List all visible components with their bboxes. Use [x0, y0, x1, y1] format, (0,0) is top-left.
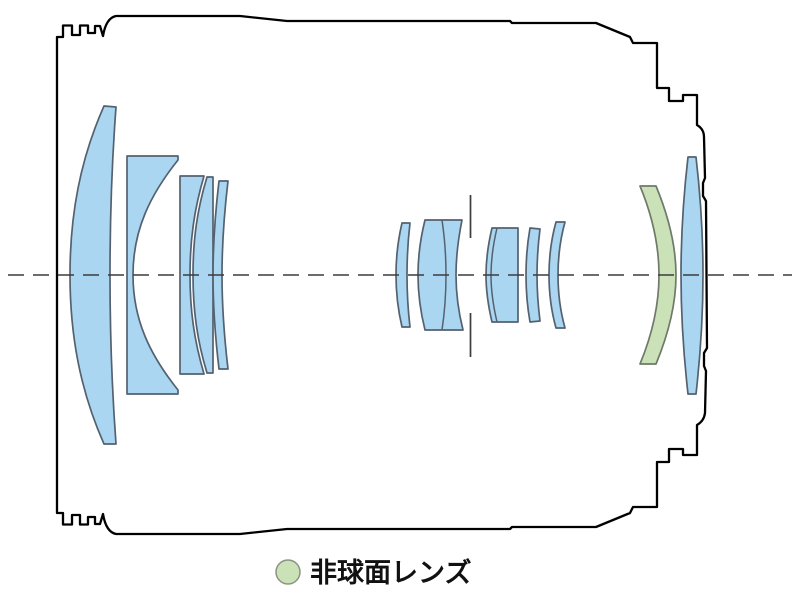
aspherical-lens-element	[639, 185, 677, 365]
lens-element-8-doublet	[485, 227, 519, 323]
legend-label: 非球面レンズ	[310, 557, 471, 589]
lens-element-10	[548, 221, 566, 329]
lens-barrel-outline	[55, 14, 709, 536]
legend-swatch-circle	[275, 559, 301, 585]
legend: 非球面レンズ	[275, 557, 471, 589]
lens-element-6	[395, 222, 411, 328]
lens-element-4	[192, 176, 214, 374]
